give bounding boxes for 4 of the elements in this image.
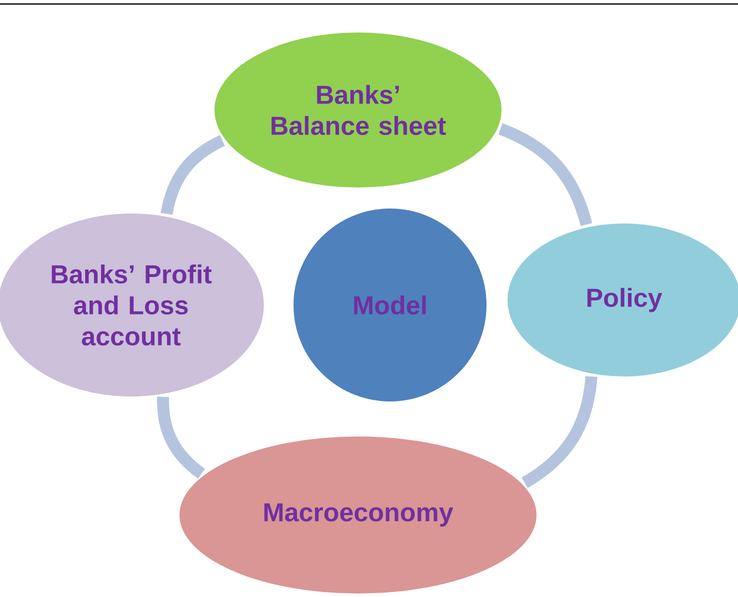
ring-segment	[157, 396, 206, 479]
ring-segment	[522, 376, 598, 488]
ring-segment	[160, 135, 226, 215]
ring-segment	[498, 123, 592, 226]
